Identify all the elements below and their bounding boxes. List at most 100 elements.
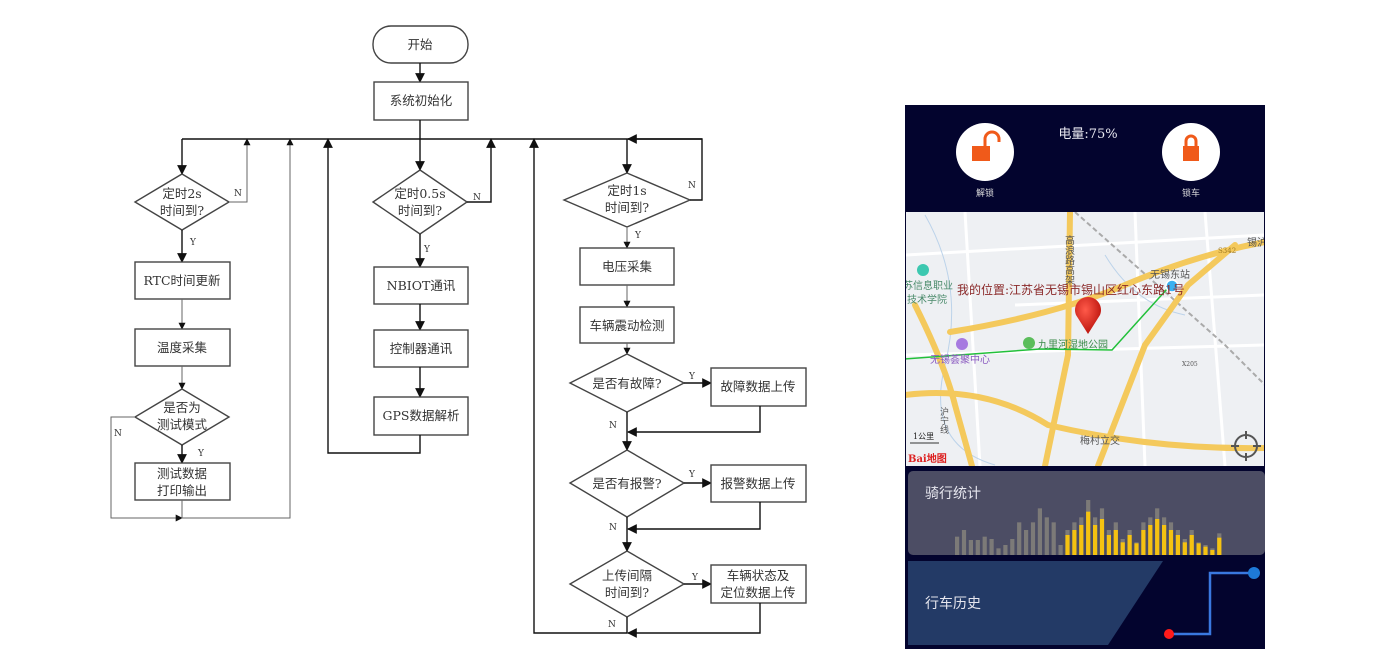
no-loop-arrow	[627, 134, 703, 201]
lock-label: 锁车	[1182, 187, 1200, 199]
map-label: 梅村立交	[1080, 434, 1120, 447]
return-arrow	[323, 138, 421, 454]
decision-alarm: 是否有报警?	[568, 449, 686, 518]
decision-fault: 是否有故障?	[568, 353, 686, 413]
test-output-process: 测试数据 打印输出	[134, 462, 231, 501]
map-label: 无锡荟聚中心	[930, 353, 990, 366]
map-scale: 1公里	[913, 432, 934, 441]
stat-bar-gray	[1044, 517, 1049, 555]
stat-bar-yellow	[1072, 530, 1077, 555]
no-label: N	[608, 620, 616, 630]
app-screen: 电量:75% 解锁 锁车	[905, 123, 1265, 645]
map-view[interactable]: 高浪路高架 无锡东站 S342 锡沪 苏信息职业 技术学院 九里河湿地公园 无锡…	[905, 212, 1265, 466]
stat-bar-yellow	[1093, 525, 1098, 555]
no-label: N	[114, 429, 122, 439]
yes-label: Y	[691, 573, 699, 583]
start-terminal: 开始	[372, 25, 469, 64]
start-label: 开始	[407, 37, 433, 52]
alarm-upload-label: 报警数据上传	[720, 476, 795, 491]
decision-upload-interval: 上传间隔 时间到?	[568, 550, 686, 618]
decision-label: 定时1s	[607, 183, 646, 198]
map-label: 技术学院	[907, 293, 947, 306]
voltage-process: 电压采集	[579, 247, 675, 286]
unlock-button[interactable]	[956, 123, 1014, 181]
stat-bar-gray	[1058, 545, 1063, 555]
ride-history-title: 行车历史	[925, 595, 981, 612]
stat-bar-gray	[996, 548, 1001, 555]
stat-bar-gray	[1024, 530, 1029, 555]
flowchart: 开始 系统初始化 定时2s 时间到? N Y RTC时间更新 温度采集 是否为 …	[110, 25, 807, 638]
stat-bar-yellow	[1113, 530, 1118, 555]
stat-bar-yellow	[1203, 546, 1208, 555]
stat-bar-yellow	[1217, 537, 1222, 555]
no-bypass-arrow	[110, 416, 183, 522]
stat-bar-yellow	[1175, 535, 1180, 555]
stat-bar-yellow	[1079, 525, 1084, 555]
decision-label: 测试模式	[157, 417, 208, 432]
unlock-icon	[972, 130, 1001, 161]
stat-bar-yellow	[1120, 542, 1125, 555]
controller-process: 控制器通讯	[373, 329, 469, 368]
map-label: S342	[1218, 247, 1236, 255]
init-label: 系统初始化	[390, 93, 453, 108]
process-label: 定位数据上传	[720, 585, 795, 600]
decision-label: 上传间隔	[602, 568, 652, 583]
baidu-map-logo: Bai地图	[908, 452, 947, 465]
nbiot-label: NBIOT通讯	[387, 278, 456, 293]
decision-label: 是否有报警?	[592, 476, 662, 491]
mall-icon	[956, 338, 968, 350]
railway	[1074, 212, 1264, 386]
stat-bar-yellow	[1210, 550, 1215, 555]
park-icon	[1023, 337, 1035, 349]
fault-upload-process: 故障数据上传	[710, 367, 807, 407]
stat-bar-gray	[955, 536, 960, 555]
yes-label: Y	[634, 231, 642, 241]
stat-bar-gray	[1010, 539, 1015, 555]
no-label: N	[609, 523, 617, 533]
map-label: 九里河湿地公园	[1038, 338, 1108, 351]
return-arrow	[529, 138, 628, 634]
stat-bar-yellow	[1168, 530, 1174, 555]
ride-stats-card[interactable]: 骑行统计	[908, 471, 1265, 555]
lock-button[interactable]	[1162, 123, 1220, 181]
nbiot-process: NBIOT通讯	[373, 266, 469, 305]
temperature-process: 温度采集	[134, 328, 231, 367]
map-label: 苏信息职业	[905, 279, 953, 292]
stat-bar-yellow	[1106, 535, 1111, 555]
vibration-process: 车辆震动检测	[579, 306, 675, 344]
decision-label: 是否为	[163, 400, 201, 415]
stat-bar-yellow	[1086, 511, 1091, 555]
stat-bar-gray	[989, 539, 994, 555]
stat-bar-gray	[968, 540, 973, 555]
stat-bar-yellow	[1182, 542, 1187, 555]
ride-history-card[interactable]: 行车历史	[908, 561, 1260, 645]
status-upload-process: 车辆状态及 定位数据上传	[710, 564, 807, 604]
stat-bar-yellow	[1065, 535, 1070, 555]
stat-bar-gray	[1030, 522, 1036, 555]
stat-bar-gray	[1003, 545, 1008, 555]
merge-arrow	[627, 502, 761, 534]
gps-label: GPS数据解析	[383, 408, 460, 423]
decision-timer-2s: 定时2s 时间到?	[133, 173, 231, 231]
battery-level: 电量:75%	[1058, 127, 1117, 142]
locate-me-button[interactable]	[1231, 431, 1261, 461]
unlock-label: 解锁	[976, 187, 994, 199]
route-trace	[1169, 571, 1254, 636]
decision-label: 定时2s	[162, 186, 201, 201]
ride-stats-bars	[955, 500, 1222, 555]
college-icon	[917, 264, 929, 276]
map-label: 高浪路高架	[1063, 234, 1075, 286]
decision-label: 时间到?	[398, 203, 443, 218]
stat-bar-yellow	[1141, 530, 1146, 555]
gps-process: GPS数据解析	[373, 396, 469, 436]
stat-bar-gray	[982, 536, 987, 555]
decision-timer-1s: 定时1s 时间到?	[562, 172, 692, 228]
stat-bar-gray	[975, 540, 980, 555]
map-label: 无锡东站	[1150, 268, 1190, 281]
stat-bar-yellow	[1127, 535, 1132, 555]
stat-bar-yellow	[1148, 525, 1153, 555]
station-icon	[1165, 279, 1179, 293]
decision-label: 是否有故障?	[592, 376, 662, 391]
yes-label: Y	[688, 372, 696, 382]
rtc-label: RTC时间更新	[143, 273, 220, 288]
